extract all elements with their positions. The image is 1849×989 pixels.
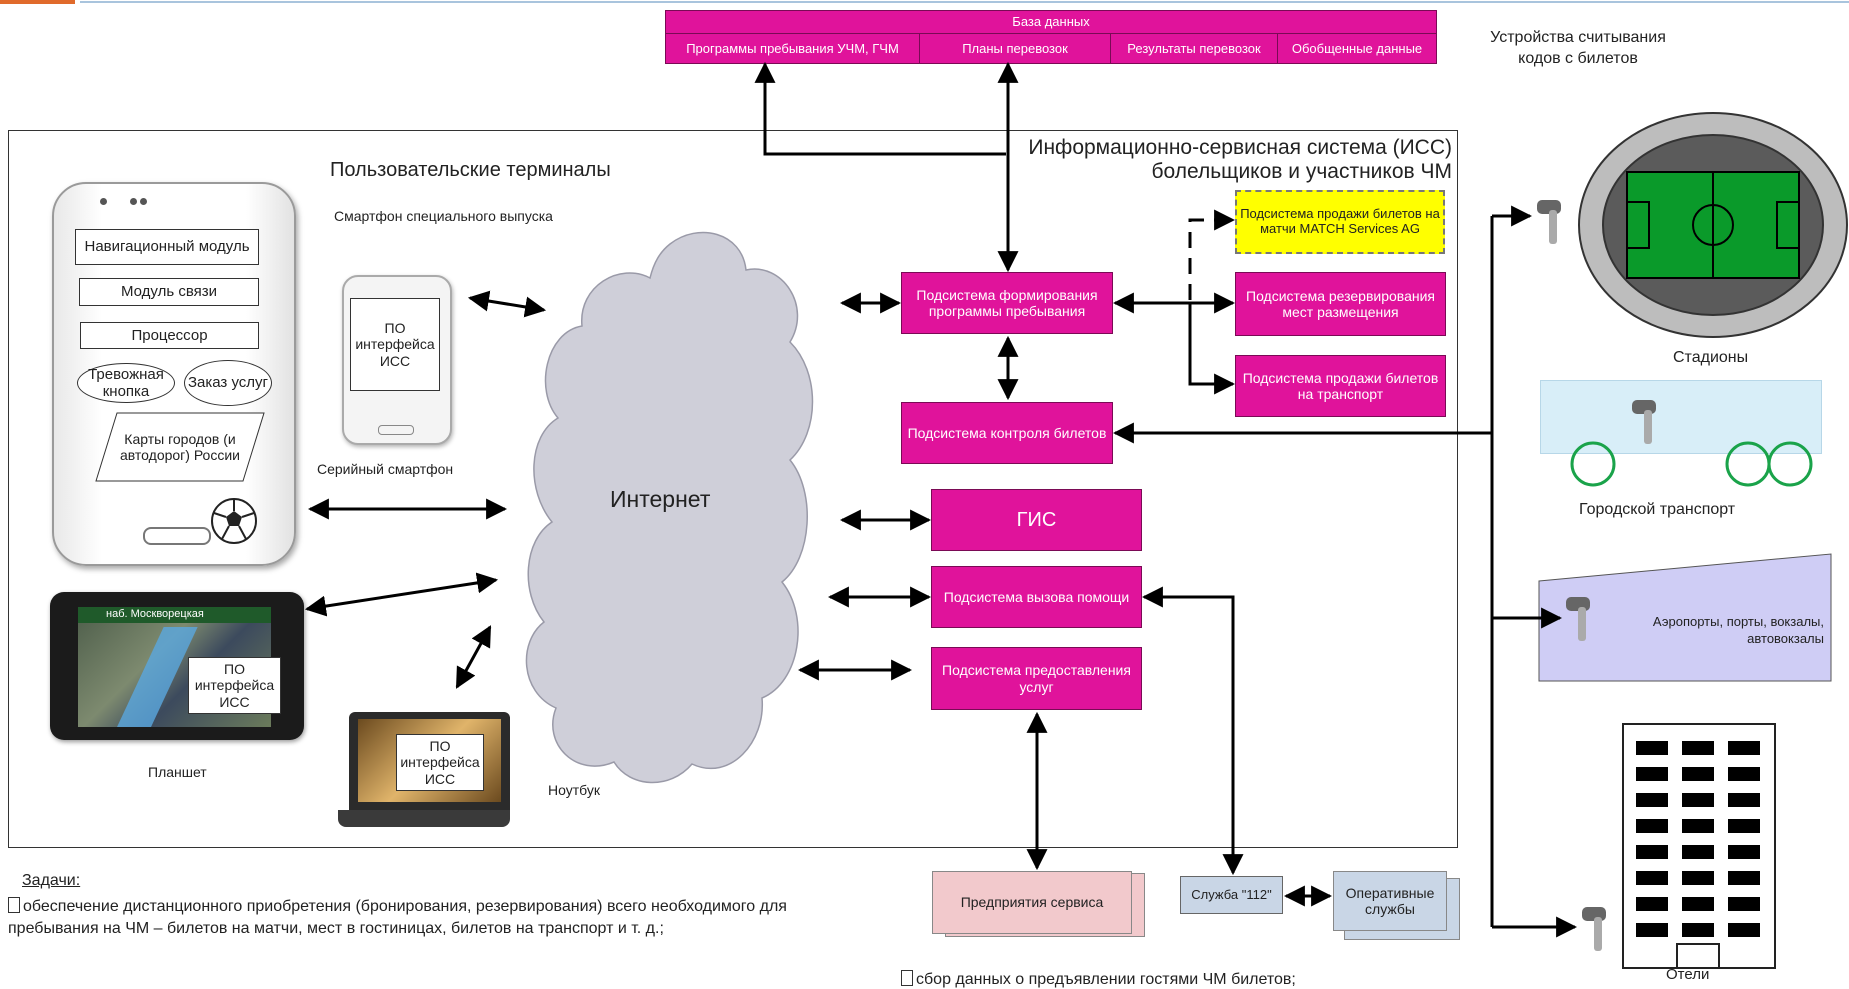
bus-icon xyxy=(1540,380,1822,454)
enterprises-box: Предприятия сервиса xyxy=(932,871,1132,934)
subsystem-help: Подсистема вызова помощи xyxy=(931,566,1142,628)
module-nav: Навигационный модуль xyxy=(75,229,259,265)
hotel-window xyxy=(1636,845,1668,859)
transport-label: Городской транспорт xyxy=(1579,501,1736,518)
barcode-scanner-icon xyxy=(1537,200,1561,244)
subsystem-transport-tickets: Подсистема продажи билетов на транспорт xyxy=(1235,355,1446,417)
hotel-window xyxy=(1636,741,1668,755)
hotel-window xyxy=(1728,871,1760,885)
hotel-window xyxy=(1728,741,1760,755)
iss-title-line1: Информационно-сервисная система (ИСС) xyxy=(1028,136,1452,159)
soccer-ball-icon xyxy=(210,497,258,545)
database-cell-programs: Программы пребывания УЧМ, ГЧМ xyxy=(666,34,920,63)
tasks-heading: Задачи: xyxy=(22,872,81,889)
serial-phone-software: ПО интерфейса ИСС xyxy=(350,298,440,391)
hotel-window xyxy=(1728,897,1760,911)
order-services-button: Заказ услуг xyxy=(184,360,272,406)
hotel-window xyxy=(1682,845,1714,859)
internet-cloud xyxy=(525,231,814,784)
subsystem-gis: ГИС xyxy=(931,489,1142,551)
task-item-1-text: обеспечение дистанционного приобретения … xyxy=(8,898,787,937)
iss-frame xyxy=(8,130,1458,848)
subsystem-ticket-control: Подсистема контроля билетов xyxy=(901,402,1113,464)
hotel-window xyxy=(1682,767,1714,781)
database: База данных Программы пребывания УЧМ, ГЧ… xyxy=(665,10,1437,64)
task-item-1: обеспечение дистанционного приобретения … xyxy=(8,896,868,939)
barcode-scanner-icon xyxy=(1582,907,1606,951)
hotel-window xyxy=(1682,923,1714,937)
hotel-window xyxy=(1636,871,1668,885)
iss-title-line2: болельщиков и участников ЧМ xyxy=(1151,160,1453,183)
laptop-label: Ноутбук xyxy=(548,782,600,798)
top-accent-bar xyxy=(0,0,75,4)
hotel-window xyxy=(1636,793,1668,807)
hotel-window xyxy=(1682,741,1714,755)
hotel-window xyxy=(1728,819,1760,833)
barcode-scanner-icon xyxy=(1566,597,1590,641)
task-item-2-text: сбор данных о предъявлении гостями ЧМ би… xyxy=(916,971,1296,988)
task-item-2: сбор данных о предъявлении гостями ЧМ би… xyxy=(901,970,1296,989)
maps-label: Карты городов (и автодорог) России xyxy=(120,430,240,463)
hotel-window xyxy=(1636,923,1668,937)
subsystem-services: Подсистема предоставления услуг xyxy=(931,647,1142,710)
top-divider-line xyxy=(80,1,1849,3)
barcode-scanner-icon xyxy=(1632,400,1656,444)
alarm-button: Тревожная кнопка xyxy=(77,363,175,403)
subsystem-program: Подсистема формирования программы пребыв… xyxy=(901,272,1113,334)
maps-parallelogram-shape xyxy=(95,412,265,482)
hotel-icon xyxy=(1622,723,1776,969)
serial-phone-label: Серийный смартфон xyxy=(317,461,454,477)
laptop-base xyxy=(338,810,510,827)
readers-label: Устройства считывания кодов с билетов xyxy=(1490,29,1666,67)
special-phone-label: Смартфон специального выпуска xyxy=(334,208,553,224)
serial-phone-home xyxy=(378,425,414,435)
hotel-window xyxy=(1636,819,1668,833)
airport-shape xyxy=(1538,553,1832,682)
tablet-street-label: наб. Москворецкая xyxy=(106,608,204,620)
hotel-window xyxy=(1636,897,1668,911)
hotels-label: Отели xyxy=(1666,966,1710,983)
subsystem-reservation: Подсистема резервирования мест размещени… xyxy=(1235,272,1446,336)
hotel-window xyxy=(1728,845,1760,859)
phone-home-button xyxy=(143,527,211,545)
maps-module: Карты городов (и автодорог) России xyxy=(95,412,265,482)
stadiums-label: Стадионы xyxy=(1673,349,1749,366)
stadium-icon xyxy=(1578,112,1848,338)
database-cell-summary: Обобщенные данные xyxy=(1291,41,1423,56)
hotel-window xyxy=(1682,793,1714,807)
bullet-icon xyxy=(901,970,913,986)
database-title: База данных xyxy=(666,11,1436,34)
airports-label: Аэропорты, порты, вокзалы, автовокзалы xyxy=(1652,614,1824,646)
operative-services: Оперативные службы xyxy=(1333,871,1447,931)
hotel-window xyxy=(1636,767,1668,781)
hotel-window xyxy=(1728,767,1760,781)
service-112: Служба "112" xyxy=(1180,876,1283,914)
module-cpu: Процессор xyxy=(80,322,259,349)
laptop-software: ПО интерфейса ИСС xyxy=(396,734,484,791)
subsystem-match-tickets: Подсистема продажи билетов на матчи MATC… xyxy=(1235,190,1445,254)
phone-camera-dots xyxy=(100,196,160,208)
hotel-window xyxy=(1682,819,1714,833)
internet-label: Интернет xyxy=(610,486,711,512)
hotel-window xyxy=(1682,897,1714,911)
module-comm: Модуль связи xyxy=(79,278,259,306)
tablet-software: ПО интерфейса ИСС xyxy=(188,657,281,714)
database-cell-plans: Планы перевозок xyxy=(920,34,1111,63)
bus-wheels xyxy=(1570,441,1813,487)
bullet-icon xyxy=(8,897,20,913)
hotel-window xyxy=(1682,871,1714,885)
database-cell-results: Результаты перевозок xyxy=(1111,34,1278,63)
terminals-title: Пользовательские терминалы xyxy=(330,159,611,181)
tablet-label: Планшет xyxy=(148,764,207,780)
hotel-window xyxy=(1728,923,1760,937)
hotel-window xyxy=(1728,793,1760,807)
